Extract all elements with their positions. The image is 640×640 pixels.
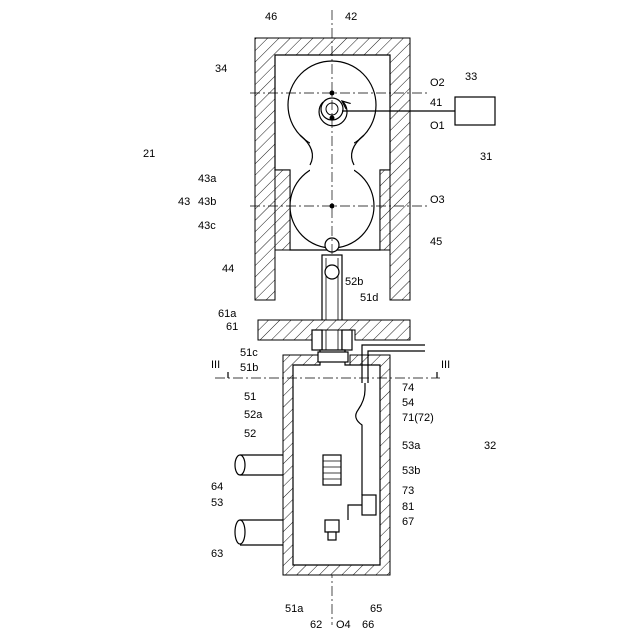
- label-46: 46: [265, 11, 277, 23]
- fitting-66: [328, 532, 336, 540]
- label-34: 34: [215, 63, 227, 75]
- label-32: 32: [484, 440, 496, 452]
- label-67: 67: [402, 516, 414, 528]
- port-upper: [235, 455, 283, 475]
- label-31: 31: [480, 151, 492, 163]
- sensor-81: [362, 495, 376, 515]
- label-43c: 43c: [198, 220, 216, 232]
- label-61a: 61a: [218, 308, 237, 320]
- label-44: 44: [222, 263, 234, 275]
- label-43: 43: [178, 196, 190, 208]
- label-71: 71(72): [402, 412, 434, 424]
- label-52a: 52a: [244, 409, 263, 421]
- label-53a: 53a: [402, 440, 421, 452]
- label-33: 33: [465, 71, 477, 83]
- label-III-right: III: [441, 359, 450, 371]
- label-O1: O1: [430, 120, 445, 132]
- label-62: 62: [310, 619, 322, 631]
- label-63: 63: [211, 548, 223, 560]
- label-81: 81: [402, 501, 414, 513]
- label-III-left: III: [211, 359, 220, 371]
- label-O3: O3: [430, 194, 445, 206]
- label-64: 64: [211, 481, 223, 493]
- label-51c: 51c: [240, 347, 258, 359]
- label-65: 65: [370, 603, 382, 615]
- label-43b: 43b: [198, 196, 216, 208]
- label-21: 21: [143, 148, 155, 160]
- label-51b: 51b: [240, 362, 258, 374]
- label-61: 61: [226, 321, 238, 333]
- label-43a: 43a: [198, 173, 217, 185]
- label-52b: 52b: [345, 276, 363, 288]
- label-53b: 53b: [402, 465, 420, 477]
- motor-33-box: [455, 97, 495, 125]
- label-51a: 51a: [285, 603, 304, 615]
- fitting-67: [325, 520, 339, 532]
- label-O4: O4: [336, 619, 351, 631]
- label-53: 53: [211, 497, 223, 509]
- label-45: 45: [430, 236, 442, 248]
- label-O2: O2: [430, 77, 445, 89]
- label-66: 66: [362, 619, 374, 631]
- label-73: 73: [402, 485, 414, 497]
- label-52: 52: [244, 428, 256, 440]
- label-51d: 51d: [360, 292, 378, 304]
- cylinder-53: [323, 455, 341, 485]
- label-42: 42: [345, 11, 357, 23]
- label-41: 41: [430, 97, 442, 109]
- port-63: [235, 520, 283, 545]
- label-54: 54: [402, 397, 414, 409]
- label-74: 74: [402, 382, 414, 394]
- label-51: 51: [244, 391, 256, 403]
